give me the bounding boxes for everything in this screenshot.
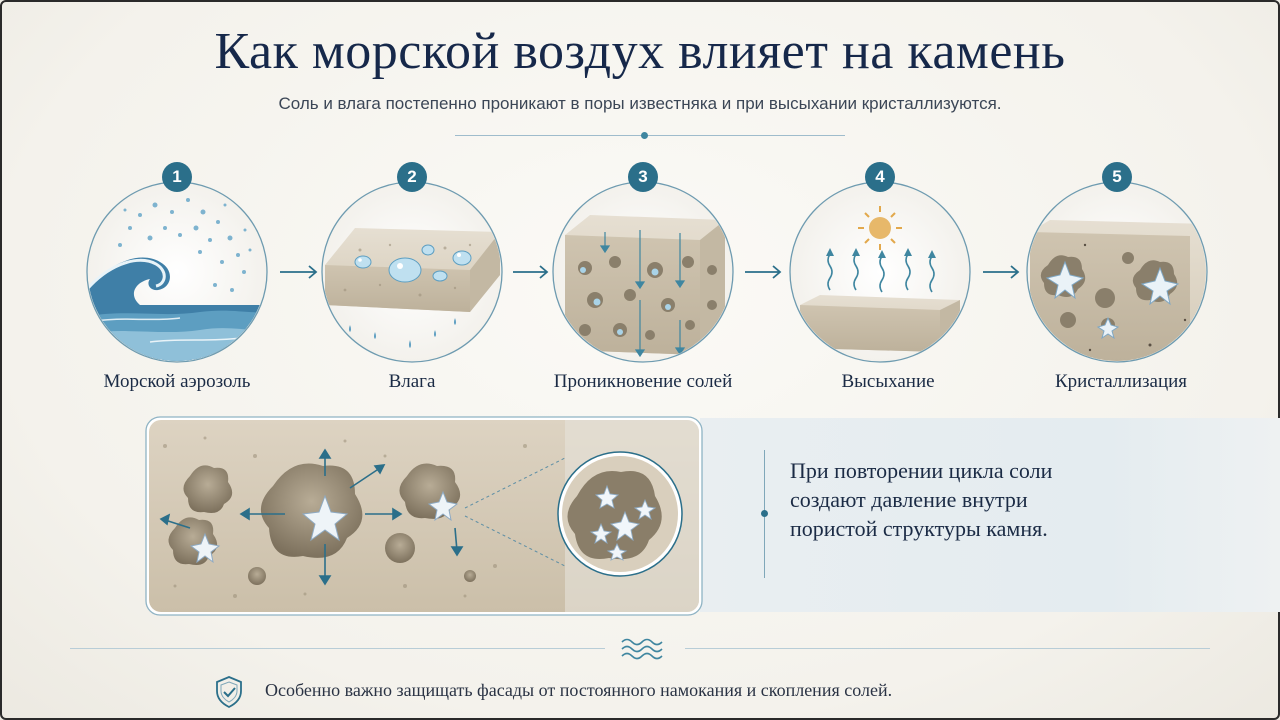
callout-dot (761, 510, 768, 517)
step-2-illustration (321, 181, 503, 363)
step-1-number: 1 (162, 162, 192, 192)
sun-icon (858, 206, 902, 250)
page-title: Как морской воздух влияет на камень (214, 23, 1066, 80)
step-2-number: 2 (397, 162, 427, 192)
step-3-label: Проникновение солей (553, 371, 733, 392)
arrow-icon (983, 265, 1020, 279)
footer-note: Особенно важно защищать фасады от постоя… (265, 680, 893, 700)
step-4-label: Высыхание (841, 371, 935, 392)
process-steps-diagram (86, 181, 1208, 363)
step-4-illustration (789, 181, 971, 363)
step-2-label: Влага (388, 371, 436, 392)
title-divider (455, 135, 845, 136)
page-subtitle: Соль и влага постепенно проникают в поры… (278, 94, 1002, 113)
arrow-icon (513, 265, 549, 279)
shield-check-icon (216, 676, 242, 709)
arrow-icon (280, 265, 318, 279)
waves-icon (621, 638, 663, 660)
zoom-magnifier (557, 451, 683, 577)
step-5-illustration (1026, 181, 1208, 363)
footer-divider-left (70, 648, 605, 649)
divider-dot (641, 132, 648, 139)
step-5-number: 5 (1102, 162, 1132, 192)
step-4-number: 4 (865, 162, 895, 192)
footer-divider-right (685, 648, 1210, 649)
detail-panel-background (700, 418, 1280, 612)
step-3-illustration (552, 181, 734, 363)
stone-crystal-detail-illustration (145, 416, 703, 616)
detail-text: При повторении цикла соли создают давлен… (790, 458, 1053, 541)
step-1-illustration (86, 181, 268, 363)
step-5-label: Кристаллизация (1054, 371, 1188, 392)
step-1-label: Морской аэрозоль (103, 371, 251, 392)
arrow-icon (745, 265, 782, 279)
step-3-number: 3 (628, 162, 658, 192)
